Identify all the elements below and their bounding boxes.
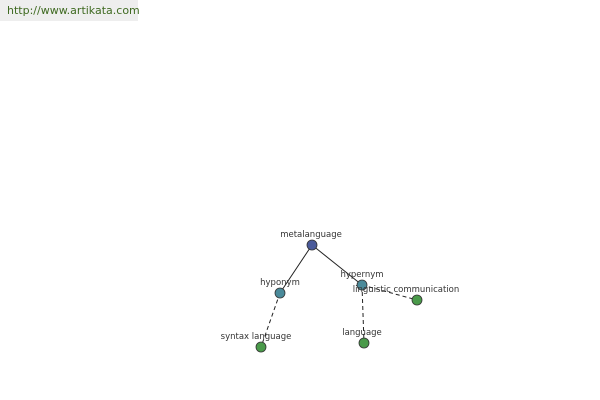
edge-metalanguage-to-hypernym <box>311 244 363 286</box>
edge-hyponym-to-syntax-language <box>260 292 281 348</box>
edge-hypernym-to-linguistic-communication <box>361 284 418 301</box>
node-label-metalanguage[interactable]: metalanguage <box>280 230 342 240</box>
node-hyponym[interactable] <box>274 287 286 299</box>
node-label-linguistic-communication[interactable]: linguistic communication <box>353 285 460 295</box>
graph-labels: metalanguage hyponym hypernym syntax langua… <box>221 230 460 342</box>
node-syntax-language[interactable] <box>255 341 267 353</box>
watermark-link[interactable]: http://www.artikata.com <box>0 0 140 21</box>
node-language[interactable] <box>358 337 370 349</box>
graph-nodes <box>255 239 423 353</box>
graph-edges <box>260 244 418 348</box>
node-label-syntax-language[interactable]: syntax language <box>221 332 292 342</box>
node-label-hyponym[interactable]: hyponym <box>260 278 300 288</box>
edge-metalanguage-to-hyponym <box>279 244 313 294</box>
node-label-hypernym[interactable]: hypernym <box>340 270 383 280</box>
edge-hypernym-to-language <box>361 284 365 344</box>
node-hypernym[interactable] <box>356 279 368 291</box>
node-label-language[interactable]: language <box>342 328 382 338</box>
node-metalanguage[interactable] <box>306 239 318 251</box>
node-linguistic-communication[interactable] <box>411 294 423 306</box>
